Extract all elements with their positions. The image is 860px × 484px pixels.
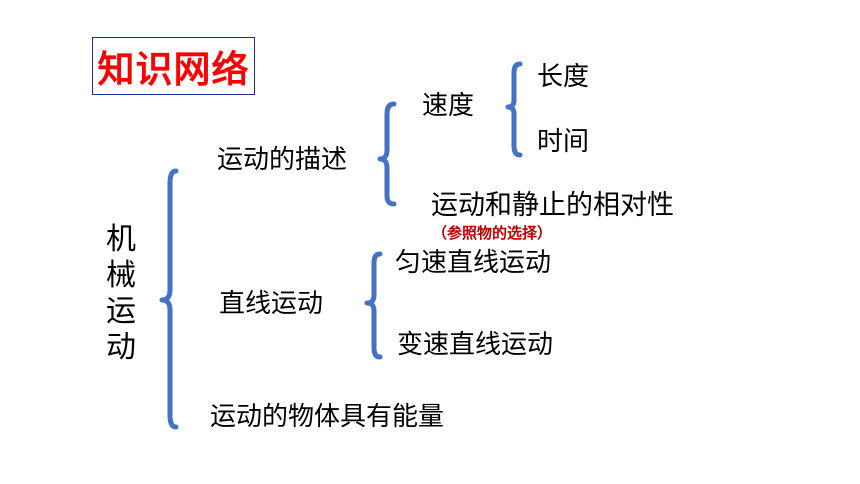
brace-main xyxy=(159,168,179,430)
title-box: 知识网络 xyxy=(92,37,255,95)
root-char: 机 xyxy=(106,222,136,257)
root-char: 动 xyxy=(106,330,136,365)
root-char: 械 xyxy=(106,258,136,293)
node-linear: 直线运动 xyxy=(219,289,324,319)
root-node: 机 械 运 动 xyxy=(104,222,138,366)
node-description: 运动的描述 xyxy=(217,145,348,175)
brace-speed xyxy=(505,61,523,158)
node-variable: 变速直线运动 xyxy=(397,330,554,360)
node-energy: 运动的物体具有能量 xyxy=(210,402,445,432)
node-relativity: 运动和静止的相对性 xyxy=(431,190,674,221)
brace-linear xyxy=(364,251,383,360)
node-uniform: 匀速直线运动 xyxy=(395,248,552,278)
root-char: 运 xyxy=(106,294,136,329)
brace-description xyxy=(377,101,397,207)
node-length: 长度 xyxy=(537,62,590,92)
page-title: 知识网络 xyxy=(97,48,250,91)
node-speed: 速度 xyxy=(422,91,475,121)
reference-note: （参照物的选择） xyxy=(432,224,553,242)
node-time: 时间 xyxy=(537,127,590,157)
